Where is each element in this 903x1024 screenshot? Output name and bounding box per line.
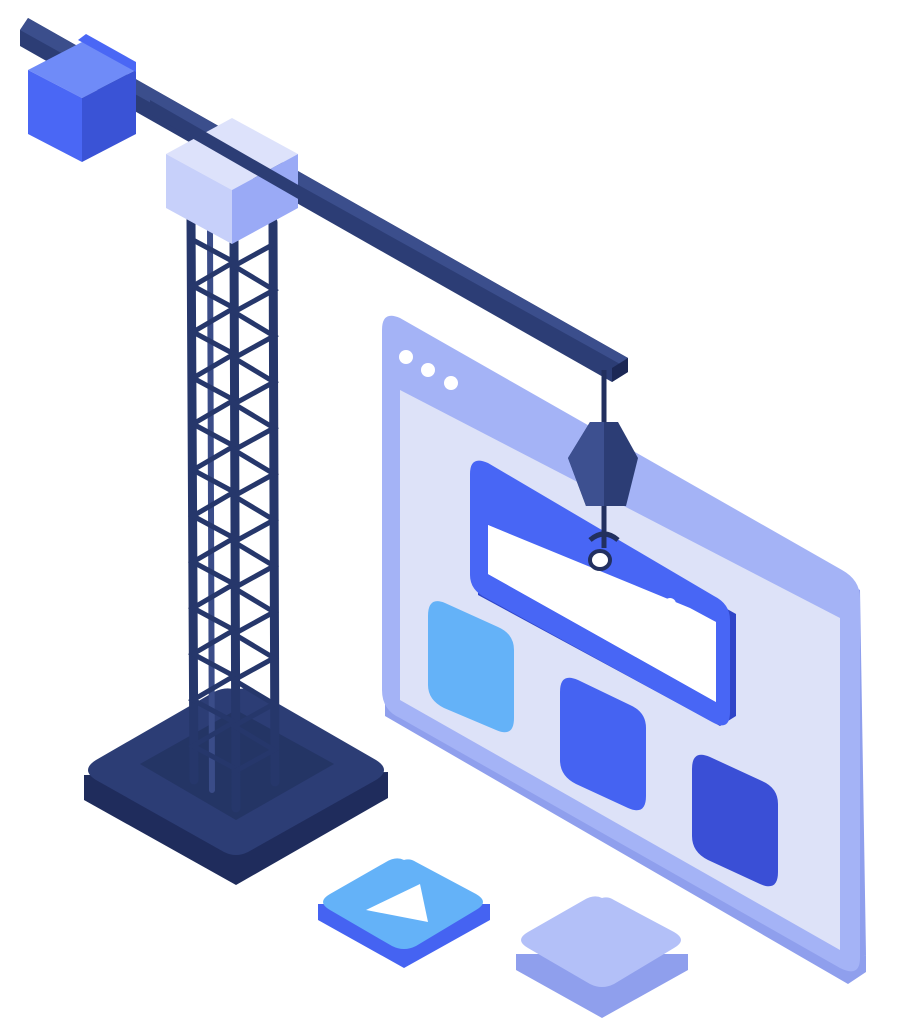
crane-hook (568, 370, 638, 548)
content-tile-blue (560, 677, 646, 811)
play-button-icon (318, 858, 490, 968)
crane-icon (20, 18, 638, 885)
content-tile-light (428, 601, 514, 733)
crane-jib (20, 18, 628, 382)
content-tile-dark (692, 754, 778, 887)
blank-tile-icon (516, 896, 688, 1018)
crane-tower (186, 213, 280, 813)
crane-counterweight (28, 34, 136, 162)
window-dot-2 (421, 363, 435, 377)
window-dot-3 (444, 376, 458, 390)
window-dot-1 (399, 350, 413, 364)
crane-cab (150, 100, 300, 244)
play-triangle (366, 884, 428, 922)
hanging-banner (470, 460, 736, 726)
